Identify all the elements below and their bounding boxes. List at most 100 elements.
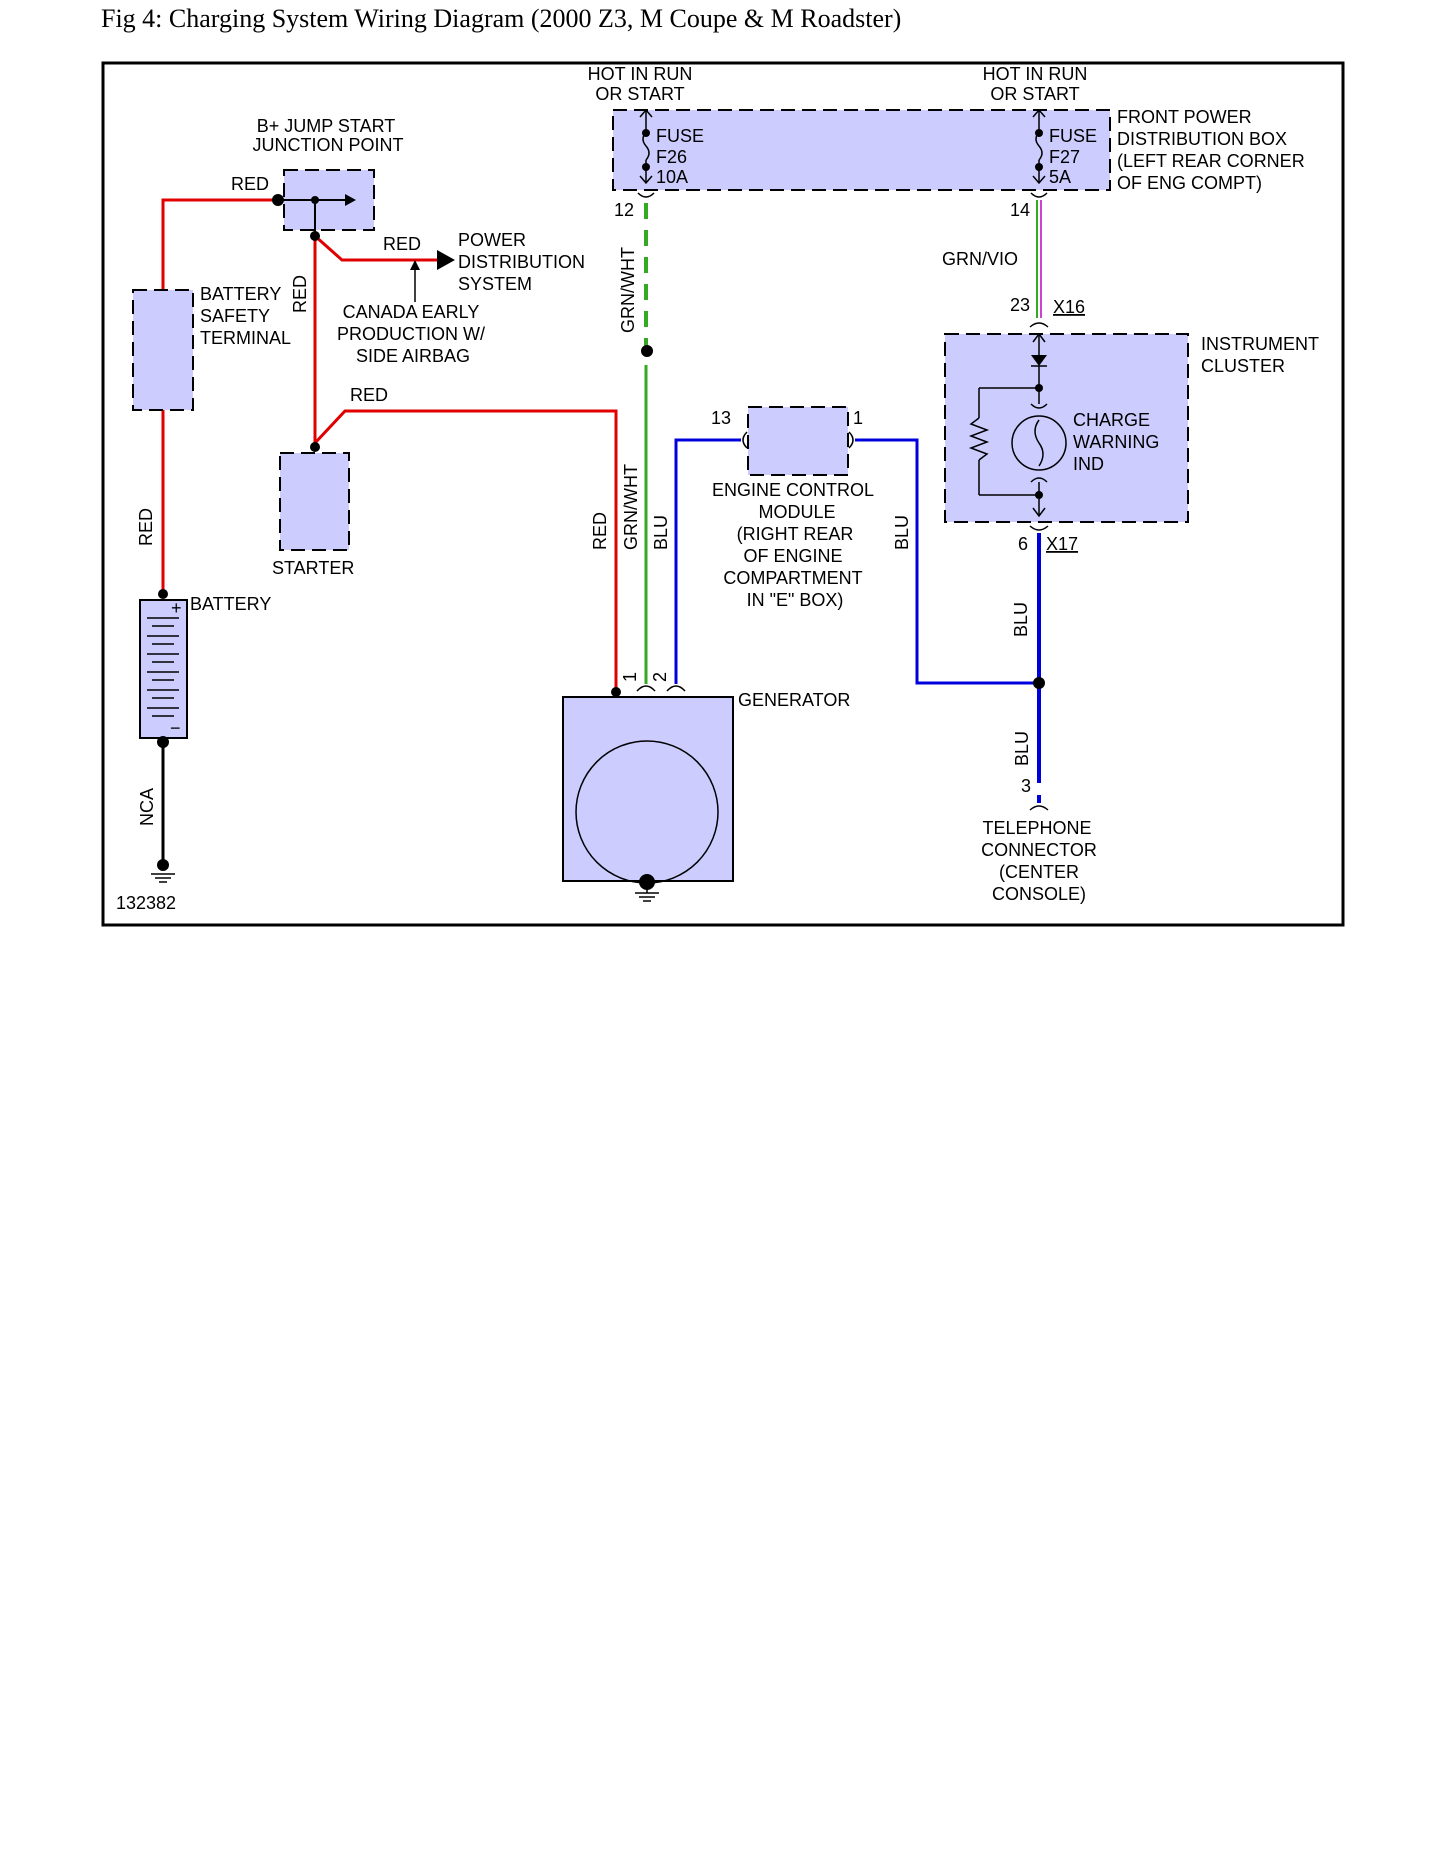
canada-note-line: CANADA EARLY	[343, 302, 480, 322]
splice-dot	[1035, 384, 1043, 392]
splice-dot	[641, 345, 653, 357]
battery	[139, 599, 188, 739]
ecm-label-line: OF ENGINE	[743, 546, 842, 566]
power-distribution-label-line: POWER	[458, 230, 526, 250]
pin-number: 14	[1010, 200, 1030, 220]
fuse-label-line: 10A	[656, 167, 688, 187]
generator-label: GENERATOR	[738, 690, 850, 710]
generator-ground-icon	[635, 888, 659, 902]
hot-in-run-line: HOT IN RUN	[983, 64, 1088, 84]
power-distribution-label-line: SYSTEM	[458, 274, 532, 294]
splice-dot	[642, 129, 650, 137]
hot-in-run-line: HOT IN RUN	[588, 64, 693, 84]
canada-note-arrow-icon	[410, 260, 420, 270]
instrument-cluster-line: INSTRUMENT	[1201, 334, 1319, 354]
wire-label: BLU	[651, 515, 671, 550]
ecm-label-line: COMPARTMENT	[723, 568, 862, 588]
wire-label: RED	[350, 385, 388, 405]
battery-safety-terminal	[132, 289, 194, 411]
ecm-pin-1-icon	[848, 431, 854, 449]
battery-plus-label: +	[171, 598, 182, 618]
splice-dot	[157, 736, 169, 748]
charge-warning-line: WARNING	[1073, 432, 1159, 452]
splice-dot	[1035, 129, 1043, 137]
telephone-label-line: CONSOLE)	[992, 884, 1086, 904]
fuse-f26-label: FUSE F26 10A	[656, 126, 704, 187]
generator-pin-1-icon	[636, 685, 656, 692]
pin-number: 1	[853, 408, 863, 428]
splice-dot	[158, 589, 168, 599]
figure-title: Fig 4: Charging System Wiring Diagram (2…	[101, 4, 902, 33]
wire-red-starter-to-generator	[313, 409, 618, 692]
fuse-label-line: FUSE	[656, 126, 704, 146]
power-distribution-label: POWER DISTRIBUTION SYSTEM	[458, 230, 585, 294]
front-pdb-line: OF ENG COMPT)	[1117, 173, 1262, 193]
fuse-label-line: FUSE	[1049, 126, 1097, 146]
wire-label: GRN/WHT	[618, 247, 638, 333]
starter	[279, 452, 350, 551]
splice-dot	[1035, 491, 1043, 499]
ecm-label-line: MODULE	[758, 502, 835, 522]
hot-in-run-line: OR START	[990, 84, 1079, 104]
front-power-distribution-label: FRONT POWER DISTRIBUTION BOX (LEFT REAR …	[1117, 107, 1305, 193]
canada-note-line: SIDE AIRBAG	[356, 346, 470, 366]
power-distribution-arrow-icon	[437, 250, 455, 270]
battery-safety-label: BATTERY SAFETY TERMINAL	[200, 284, 291, 348]
fuse-f27-label: FUSE F27 5A	[1049, 126, 1097, 187]
fuse-label-line: F27	[1049, 147, 1080, 167]
splice-dot	[310, 231, 320, 241]
telephone-connector-icon	[1029, 805, 1049, 811]
charge-warning-circuit-icon	[968, 332, 1067, 518]
instrument-cluster-label: INSTRUMENT CLUSTER	[1201, 334, 1319, 376]
diagram-frame	[101, 61, 1345, 927]
pin-number: 6	[1018, 534, 1028, 554]
pin-number: 13	[711, 408, 731, 428]
front-pdb-line: (LEFT REAR CORNER	[1117, 151, 1305, 171]
connector-x17-icon	[1029, 525, 1049, 531]
splice-dot	[1035, 163, 1043, 171]
wire-blu-ecm-to-generator	[674, 438, 741, 684]
wire-label: RED	[231, 174, 269, 194]
telephone-label-line: CONNECTOR	[981, 840, 1097, 860]
canada-note-label: CANADA EARLY PRODUCTION W/ SIDE AIRBAG	[337, 302, 485, 366]
charge-warning-label: CHARGE WARNING IND	[1073, 410, 1159, 474]
hot-in-run-label: HOT IN RUN OR START	[588, 64, 693, 104]
canada-note-line: PRODUCTION W/	[337, 324, 485, 344]
battery-safety-label-line: TERMINAL	[200, 328, 291, 348]
ecm-label-line: IN "E" BOX)	[747, 590, 844, 610]
charge-warning-line: CHARGE	[1073, 410, 1150, 430]
wire-label: BLU	[1012, 731, 1032, 766]
pin-number: 3	[1021, 776, 1031, 796]
connector-label: X17	[1046, 534, 1078, 554]
ecm-label-line: ENGINE CONTROL	[712, 480, 874, 500]
splice-dot	[611, 687, 621, 697]
splice-dot	[157, 859, 169, 871]
front-pdb-line: FRONT POWER	[1117, 107, 1252, 127]
battery-cells-icon	[147, 617, 179, 717]
wire-label: RED	[136, 508, 156, 546]
wire-label: RED	[290, 275, 310, 313]
pin-number: 23	[1010, 295, 1030, 315]
splice-dot	[639, 874, 655, 890]
front-power-distribution-box	[612, 109, 1111, 191]
telephone-label-line: TELEPHONE	[982, 818, 1091, 838]
pin-number: 2	[650, 672, 670, 682]
engine-control-module	[747, 406, 849, 476]
wire-label: BLU	[892, 515, 912, 550]
jump-start-label-line: B+ JUMP START	[257, 116, 396, 136]
telephone-connector-label: TELEPHONE CONNECTOR (CENTER CONSOLE)	[981, 818, 1097, 904]
splice-dot	[311, 196, 319, 204]
battery-label: BATTERY	[190, 594, 271, 614]
splice-dot	[272, 194, 284, 206]
wire-blu-ecm-to-splice	[855, 438, 1037, 685]
splice-dot	[310, 442, 320, 452]
jump-start-label-line: JUNCTION POINT	[253, 135, 404, 155]
wire-red-to-power-distribution	[314, 234, 438, 262]
hot-in-run-line: OR START	[595, 84, 684, 104]
pin-number: 12	[614, 200, 634, 220]
fuse-label-line: 5A	[1049, 167, 1071, 187]
fuse-label-line: F26	[656, 147, 687, 167]
pin-number: 1	[620, 672, 640, 682]
jump-start-label: B+ JUMP START JUNCTION POINT	[253, 116, 404, 155]
